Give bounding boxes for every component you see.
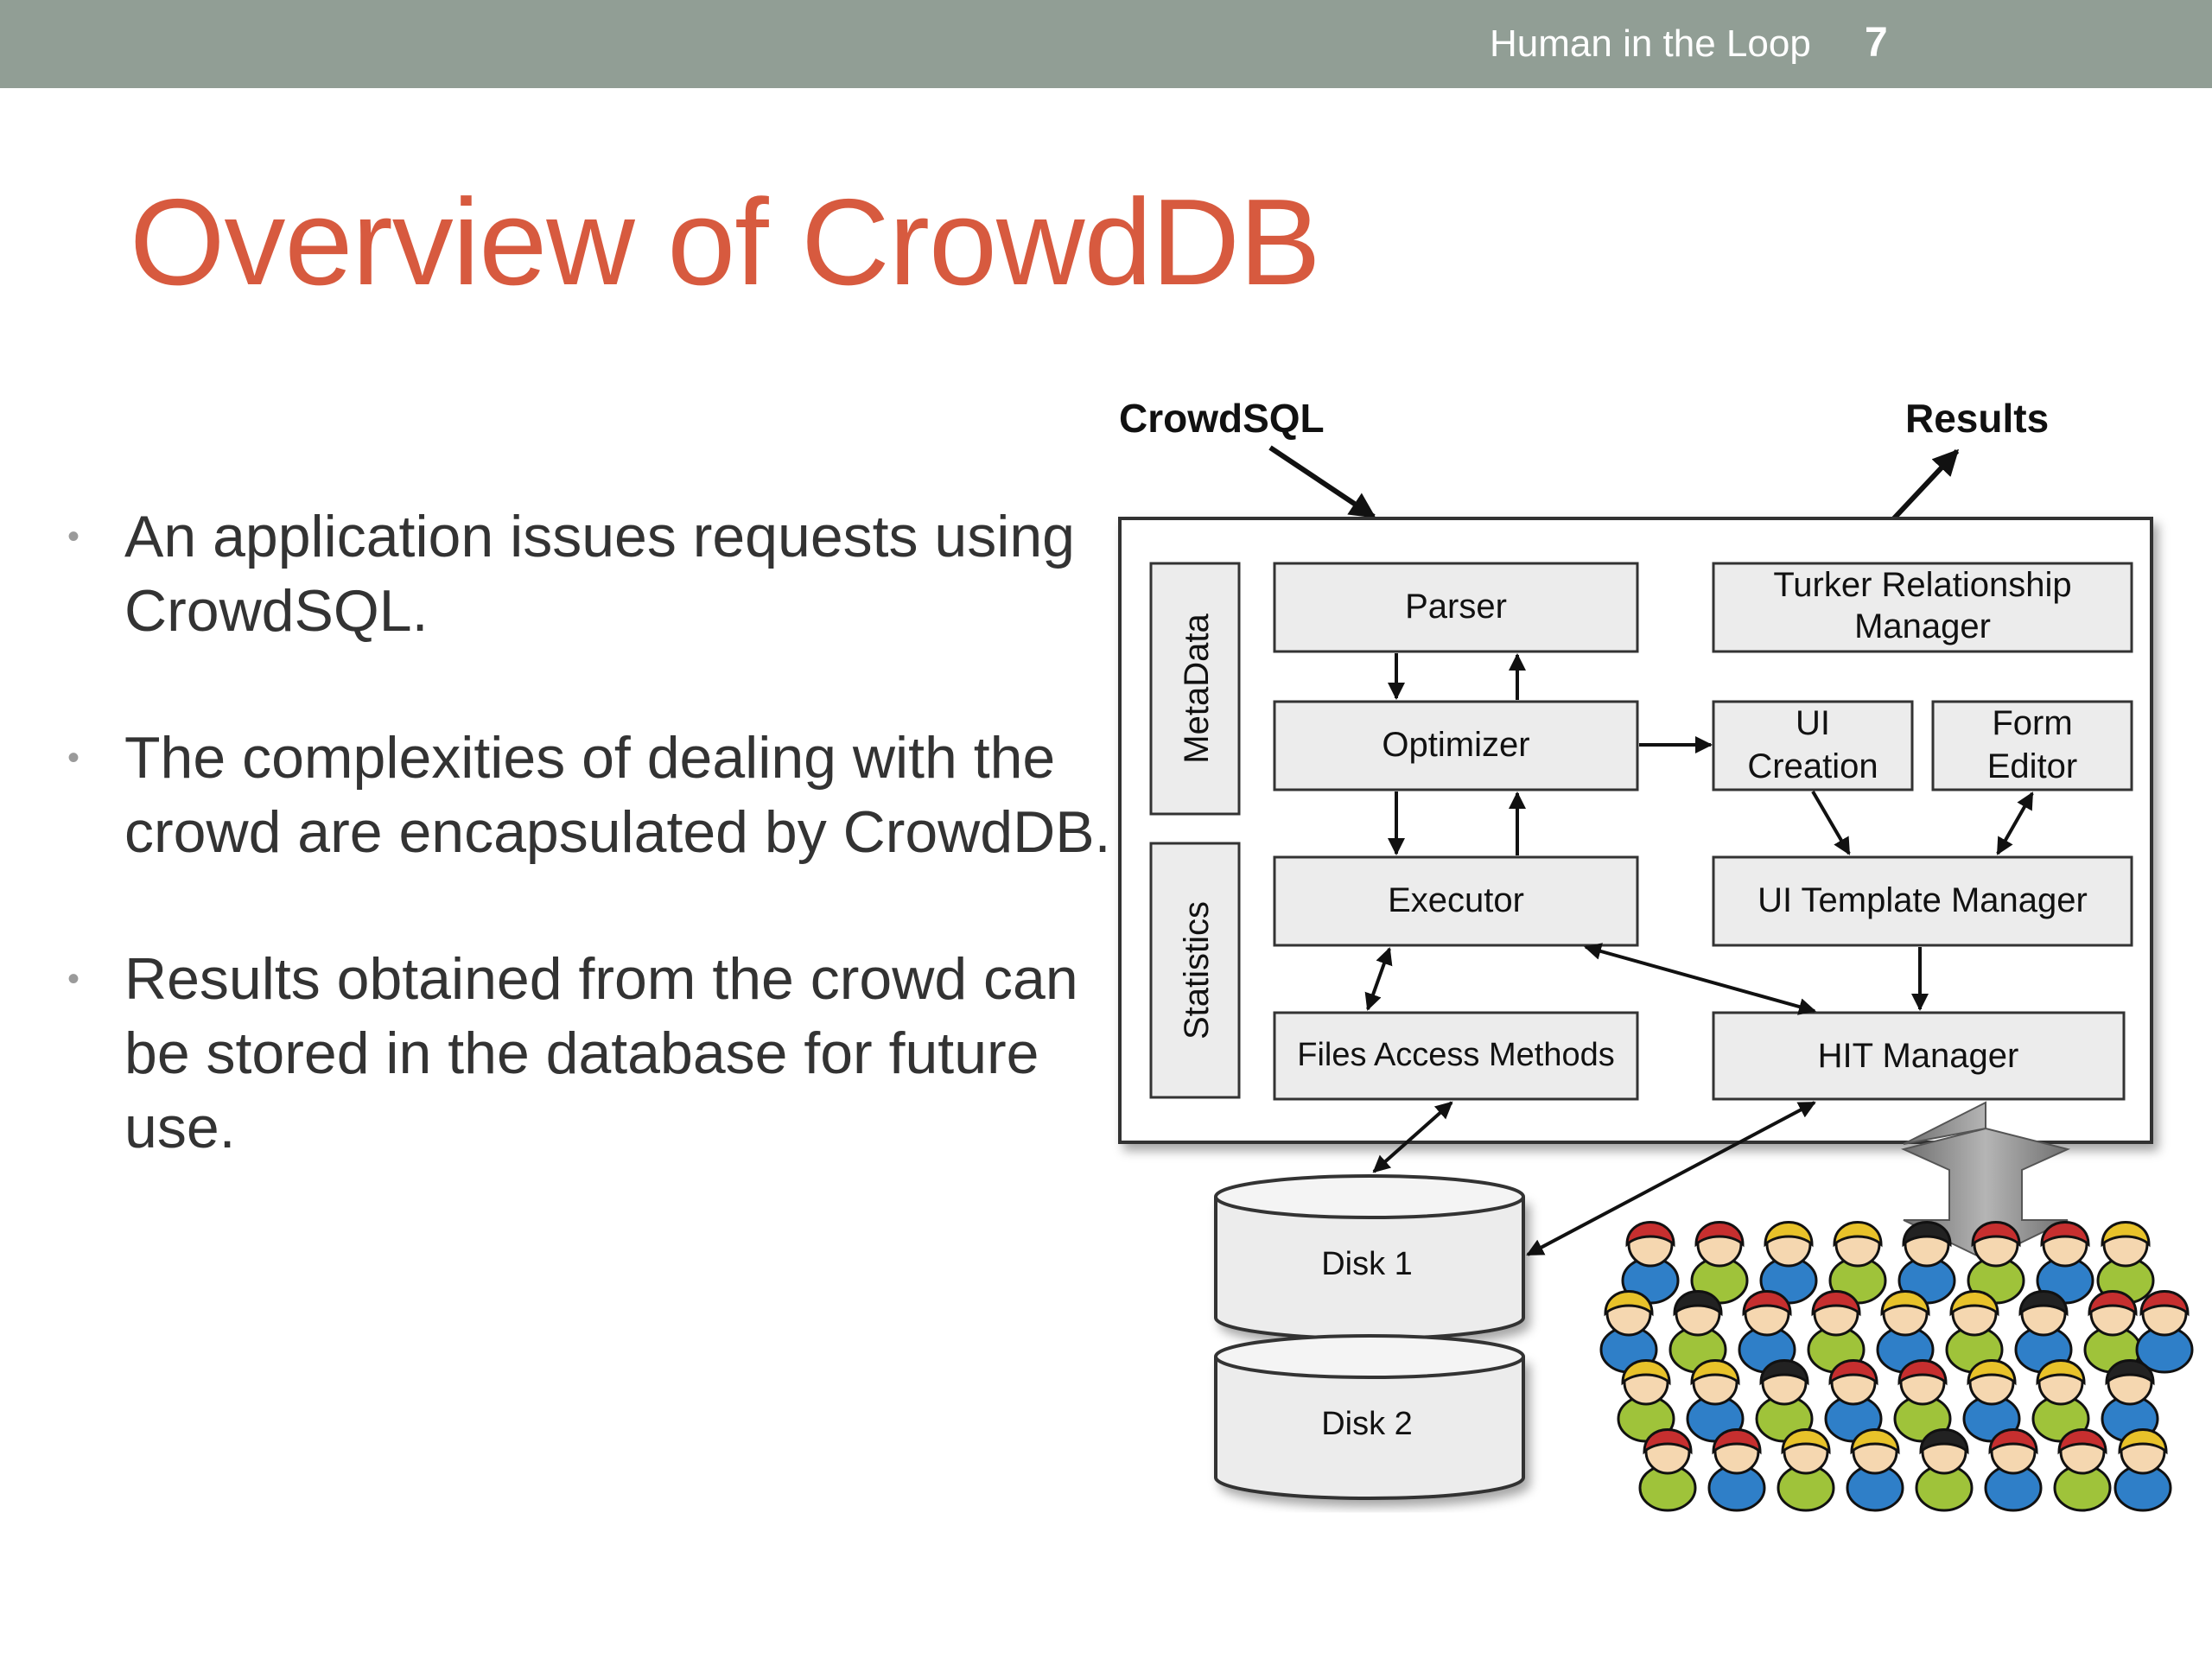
page-number: 7	[1865, 20, 1888, 66]
ui-template-label: UI Template Manager	[1758, 881, 2088, 919]
statistics-bar	[1149, 842, 1241, 1099]
ui-creation-label-line2: Creation	[1747, 747, 1878, 785]
bullet-dot-icon: •	[67, 518, 80, 556]
metadata-bar	[1149, 562, 1241, 816]
person-icon	[1915, 1428, 1974, 1512]
bullet-text: Results obtained from the crowd can be s…	[124, 946, 1078, 1160]
hit-manager-label: HIT Manager	[1818, 1037, 2019, 1075]
bullet-text: The complexities of dealing with the cro…	[124, 725, 1111, 865]
bullet-item: • The complexities of dealing with the cr…	[64, 721, 1118, 869]
optimizer-box	[1273, 700, 1639, 791]
person-icon	[1807, 1290, 1866, 1374]
optimizer-label: Optimizer	[1382, 726, 1529, 764]
person-icon	[1638, 1428, 1697, 1512]
bullet-list: • An application issues requests using Cr…	[64, 499, 1118, 1237]
disk-1: Disk 1	[1214, 1174, 1525, 1340]
person-icon	[1945, 1290, 2004, 1374]
executor-label: Executor	[1388, 881, 1524, 919]
turker-label-line2: Manager	[1854, 607, 1991, 645]
disk-2: Disk 2	[1214, 1334, 1525, 1500]
form-editor-box	[1931, 700, 2133, 791]
section-title: Human in the Loop	[1490, 22, 1811, 65]
output-arrow	[1890, 448, 1960, 523]
person-icon	[1984, 1428, 2043, 1512]
person-icon	[1777, 1428, 1835, 1512]
person-icon	[1707, 1428, 1766, 1512]
bullet-dot-icon: •	[67, 960, 80, 998]
slide-title: Overview of CrowdDB	[130, 174, 1321, 311]
person-icon	[1846, 1428, 1904, 1512]
files-access-box	[1273, 1011, 1639, 1101]
internal-arrows	[1364, 653, 2034, 1256]
input-arrow	[1268, 445, 1376, 519]
form-editor-label-line1: Form	[1992, 704, 2072, 742]
hit-manager-box	[1712, 1011, 2126, 1101]
crowd-exchange-arrow-icon	[1900, 1101, 2071, 1262]
ui-template-manager-box	[1712, 855, 2133, 947]
statistics-label: Statistics	[1178, 901, 1216, 1039]
parser-label: Parser	[1405, 588, 1507, 626]
bullet-item: • Results obtained from the crowd can be …	[64, 942, 1118, 1165]
crowdsql-label: CrowdSQL	[1119, 396, 1325, 441]
bullet-dot-icon: •	[67, 739, 80, 777]
ui-creation-box	[1712, 700, 1914, 791]
bullet-text: An application issues requests using Cro…	[124, 504, 1075, 644]
files-access-label: Files Access Methods	[1297, 1037, 1614, 1073]
disk-1-label: Disk 1	[1321, 1246, 1413, 1282]
executor-box	[1273, 855, 1639, 947]
person-icon	[1824, 1359, 1883, 1443]
metadata-label: MetaData	[1178, 613, 1216, 764]
ui-creation-label-line1: UI	[1796, 704, 1830, 742]
header-bar: Human in the Loop 7	[0, 0, 2212, 88]
person-icon	[2113, 1428, 2172, 1512]
disk-2-label: Disk 2	[1321, 1406, 1413, 1442]
turker-label-line1: Turker Relationship	[1773, 566, 2071, 604]
form-editor-label-line2: Editor	[1987, 747, 2078, 785]
person-icon	[2053, 1428, 2112, 1512]
person-icon	[2031, 1359, 2090, 1443]
results-label: Results	[1905, 396, 2049, 441]
crowd-of-people-icon	[1599, 1221, 2194, 1512]
bullet-item: • An application issues requests using Cr…	[64, 499, 1118, 648]
parser-box	[1273, 562, 1639, 653]
turker-relationship-box	[1712, 562, 2133, 653]
person-icon	[1686, 1359, 1745, 1443]
person-icon	[2135, 1290, 2194, 1374]
